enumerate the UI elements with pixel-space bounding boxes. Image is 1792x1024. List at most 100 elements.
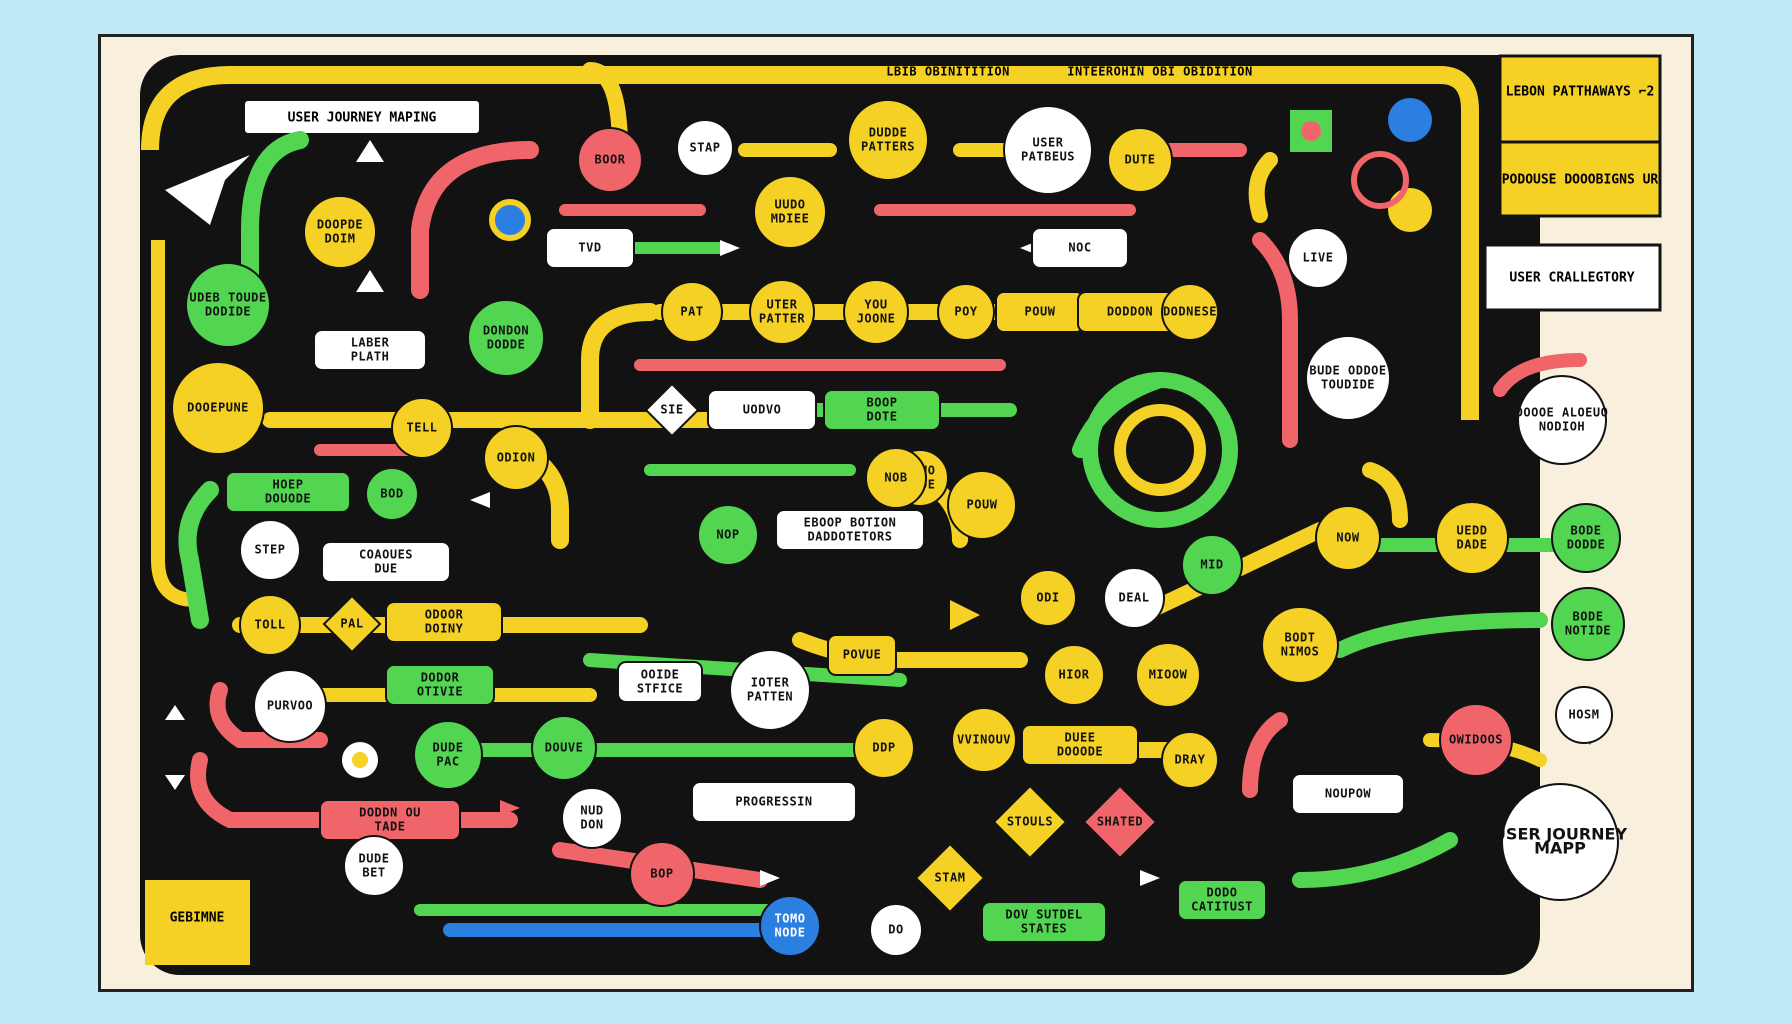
journey-node-nob[interactable]: NOB [865,447,927,509]
journey-node-deal[interactable]: DEAL [1103,567,1165,629]
journey-node-povue[interactable]: POVUE [827,634,897,676]
node-shape [303,195,377,269]
journey-node-beer[interactable]: BOOR [577,127,643,193]
node-label: JOONE [857,312,896,326]
journey-node-stap[interactable]: STAP [676,119,734,177]
node-label: PAC [436,755,459,769]
journey-node-hosm[interactable]: HOSM [1555,686,1613,744]
node-label: STATES [1021,922,1067,936]
journey-node-dodon[interactable]: DODDON [1077,291,1183,333]
journey-node-mioow[interactable]: MIOOW [1135,642,1201,708]
node-label: PROGRESSIN [735,795,812,809]
journey-node-doepune[interactable]: DOOEPUNE [171,361,265,455]
target-icon [489,199,531,241]
journey-node-live[interactable]: LIVE [1287,227,1349,289]
node-shape [697,504,759,566]
node-shape [827,634,897,676]
journey-node-ddp[interactable]: DDP [853,717,915,779]
journey-node-progresin[interactable]: PROGRESSIN [691,781,857,823]
journey-node-nop[interactable]: NOP [697,504,759,566]
journey-node-dray[interactable]: DRAY [1161,731,1219,789]
journey-node-noc[interactable]: NOC [1031,227,1129,269]
node-shape [343,835,405,897]
journey-node-pal[interactable]: PAL [322,594,382,654]
journey-node-stouls[interactable]: STOULS [992,784,1068,860]
title-box[interactable] [243,99,481,135]
node-shape [413,720,483,790]
journey-node-hior[interactable]: HIOR [1043,644,1105,706]
node-label: SIE [660,403,683,417]
journey-node-dute[interactable]: DUTE [1107,127,1173,193]
journey-node-douve[interactable]: DOUVE [531,715,597,781]
journey-node-nouvow[interactable]: NOUPOW [1291,773,1405,815]
journey-node-uodvo[interactable]: UODVO [707,389,817,431]
journey-node-pat[interactable]: PAT [661,281,723,343]
journey-node-tvd[interactable]: TVD [545,227,635,269]
arrow-up-icon [165,705,185,720]
pin-icon [1388,188,1432,232]
node-shape [707,389,817,431]
swirl-inner [1114,404,1206,496]
journey-node-purvoo[interactable]: PURVOO [253,669,327,743]
node-label: BET [362,866,385,880]
node-label: USER [1033,136,1064,150]
journey-node-sie[interactable]: SIE [644,382,700,438]
journey-node-pouw2[interactable]: POUW [947,470,1017,540]
journey-node-odion[interactable]: ODION [483,425,549,491]
journey-node-do[interactable]: DO [869,903,923,957]
journey-node-poy[interactable]: POY [937,283,995,341]
journey-node-now[interactable]: NOW [1315,505,1381,571]
journey-node-odi[interactable]: ODI [1019,569,1077,627]
arrow-up-icon [356,140,384,162]
node-label: PAT [680,305,703,319]
node-label: BODE [1571,524,1602,538]
journey-node-bod[interactable]: BOD [365,467,419,521]
journey-node-bop[interactable]: BOP [629,841,695,907]
journey-node-pouw[interactable]: POUW [995,291,1085,333]
journey-node-vvinouv[interactable]: VVINOUV [951,707,1017,773]
node-shape [1003,105,1093,195]
journey-node-owidoos[interactable]: OWIDOOS [1439,703,1513,777]
journey-node-stam[interactable]: STAM [914,842,986,914]
node-shape [914,842,986,914]
journey-node-dodnese[interactable]: DODNESE [1161,283,1219,341]
journey-node-mid[interactable]: MID [1181,534,1243,596]
journey-node-toll[interactable]: TOLL [239,594,301,656]
journey-node-step[interactable]: STEP [239,519,301,581]
journey-node-shated[interactable]: SHATED [1082,784,1158,860]
journey-node-tell[interactable]: TELL [391,397,453,459]
